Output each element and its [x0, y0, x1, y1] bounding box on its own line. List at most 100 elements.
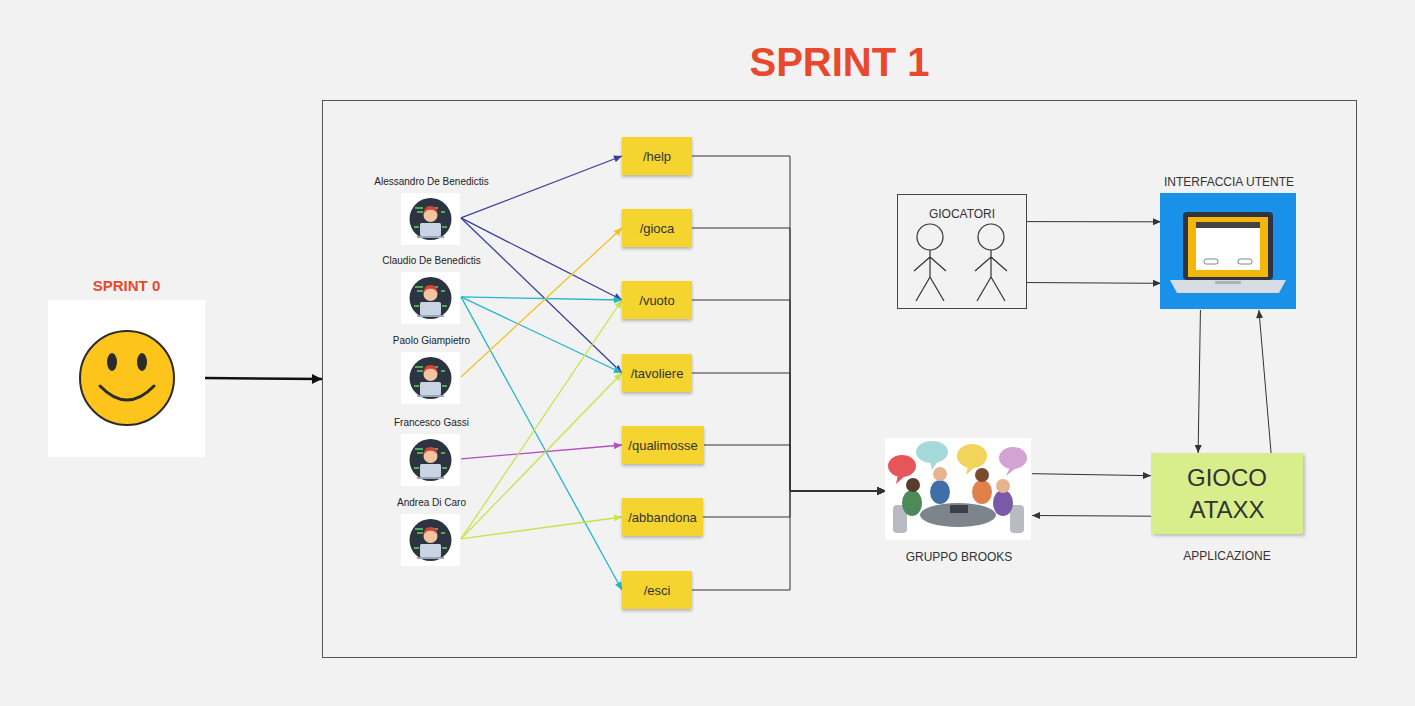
developer-name-holder: Andrea Di Caro: [397, 492, 466, 510]
arrow-head: [877, 487, 886, 495]
connector-line: [692, 300, 886, 491]
arrow-head: [877, 487, 886, 495]
table-laptop: [950, 505, 968, 513]
laptop-base: [1170, 280, 1286, 293]
figure-head: [917, 224, 943, 250]
arrow-head: [1256, 310, 1263, 318]
developer-name: Claudio De Benedictis: [382, 255, 480, 266]
arrow-head: [877, 487, 886, 495]
sprint-heading: SPRINT 0: [93, 277, 161, 294]
connector-line: [461, 218, 622, 373]
connector: [1195, 310, 1202, 453]
smiley-eye: [107, 353, 117, 371]
connector-line: [692, 373, 886, 491]
connector-line: [1198, 310, 1200, 453]
developer-avatar: Paolo Giampietro: [402, 353, 461, 405]
ui-label-holder: INTERFACCIA UTENTE: [1164, 172, 1294, 190]
connector: [692, 300, 886, 495]
person-head: [996, 479, 1010, 493]
ui-label: INTERFACCIA UTENTE: [1164, 175, 1294, 189]
arrow-head: [877, 487, 886, 495]
players-label: GIOCATORI: [929, 207, 995, 221]
sprint-frame: SPRINT 1Alessandro De BenedictisClaudio …: [322, 100, 1357, 658]
developer-name-holder: Alessandro De Benedictis: [374, 171, 489, 189]
command-label: /tavoliere: [631, 366, 684, 381]
arrow-head: [614, 365, 622, 373]
command-note: /help: [622, 137, 692, 175]
connector: [461, 300, 622, 539]
arrow-head: [614, 228, 622, 236]
arrow-head: [1153, 280, 1161, 287]
connector-line: [1032, 515, 1151, 517]
connector: [205, 374, 322, 384]
connector-line: [692, 228, 886, 491]
arrow-head: [1143, 472, 1151, 479]
laptop-window-bar: [1196, 222, 1260, 228]
command-label: /esci: [644, 583, 671, 598]
connector-line: [461, 228, 622, 377]
connector-line: [1032, 474, 1151, 476]
connector: [461, 373, 622, 539]
smiley-face: [48, 300, 205, 457]
connector-line: [461, 218, 622, 300]
connector: [1027, 218, 1161, 225]
team-picture: [885, 438, 1031, 540]
connector-line: [704, 445, 886, 491]
connector: [1032, 512, 1151, 519]
connector: [461, 515, 622, 539]
sprint-title-holder: SPRINT 1: [749, 40, 929, 85]
developer-avatar: Alessandro De Benedictis: [402, 194, 461, 246]
chair: [1010, 505, 1024, 533]
person-body: [930, 480, 950, 504]
command-label: /vuoto: [639, 293, 674, 308]
laptop-button: [1238, 259, 1252, 264]
arrow-head: [1153, 218, 1161, 225]
connector: [461, 218, 622, 373]
command-label: /gioca: [640, 221, 675, 236]
person-head: [906, 478, 920, 492]
developer-name-holder: Paolo Giampietro: [393, 330, 470, 348]
connector: [704, 445, 886, 495]
person-head: [975, 468, 989, 482]
laptop-ground: [1160, 193, 1296, 309]
command-note: /esci: [622, 571, 692, 609]
connector-line: [205, 377, 322, 380]
smiley-mouth: [100, 386, 154, 400]
team-label: GRUPPO BROOKS: [906, 550, 1013, 564]
developer-name-holder: Francesco Gassi: [394, 412, 469, 430]
connector: [1256, 310, 1271, 453]
connector: [692, 373, 886, 495]
smiley-eye: [137, 353, 147, 371]
connector-line: [461, 517, 622, 539]
smiley-disc: [80, 331, 174, 425]
arrow-head: [1195, 445, 1202, 453]
developer-name: Alessandro De Benedictis: [374, 176, 489, 187]
speech-bubble: [999, 447, 1027, 469]
arrow-head: [614, 442, 622, 449]
connector-line: [692, 491, 886, 590]
laptop-picture: [1160, 193, 1296, 309]
arrow-head: [877, 487, 886, 495]
command-label: /abbandona: [628, 510, 697, 525]
speech-tail: [896, 475, 905, 484]
connector-line: [461, 297, 622, 590]
figure-head: [978, 224, 1004, 250]
connector-line: [1027, 282, 1161, 284]
developer-avatar-art: [401, 352, 460, 404]
connector-line: [461, 373, 622, 539]
developer-avatar: Francesco Gassi: [402, 435, 461, 487]
command-note: /vuoto: [622, 281, 692, 319]
developer-avatar-art: [401, 272, 460, 324]
command-label: /qualimosse: [628, 438, 697, 453]
arrow-head: [615, 300, 622, 309]
command-label: /help: [643, 149, 671, 164]
connector-line: [461, 300, 622, 539]
sprint-title: SPRINT 1: [749, 40, 929, 84]
developer-avatar: Claudio De Benedictis: [402, 273, 461, 325]
developer-avatar-art: [401, 514, 460, 566]
players-box: GIOCATORI: [897, 194, 1027, 309]
arrow-head: [614, 515, 622, 522]
command-note: /gioca: [622, 209, 692, 247]
